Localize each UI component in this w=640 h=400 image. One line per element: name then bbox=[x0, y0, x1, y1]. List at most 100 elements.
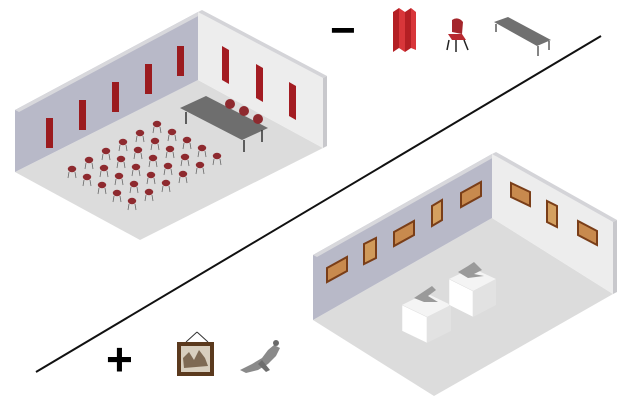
chair bbox=[152, 120, 162, 134]
folding-screen-icon bbox=[393, 8, 416, 52]
chair bbox=[165, 145, 175, 159]
chair bbox=[150, 137, 160, 151]
chair-back bbox=[118, 138, 128, 146]
conference-banners-right bbox=[222, 46, 296, 120]
chair-legs bbox=[131, 169, 141, 177]
banner bbox=[112, 82, 119, 112]
chair bbox=[161, 179, 171, 193]
gallery-paintings-back bbox=[326, 180, 482, 284]
conference-back-wall bbox=[15, 12, 198, 172]
chair-back bbox=[97, 181, 107, 189]
chair bbox=[118, 138, 128, 152]
chair bbox=[84, 156, 94, 170]
chair-back bbox=[152, 120, 162, 128]
chair bbox=[99, 164, 109, 178]
chair-legs bbox=[127, 203, 137, 211]
chair bbox=[97, 181, 107, 195]
chair bbox=[82, 173, 92, 187]
painting-wire bbox=[185, 331, 198, 343]
chair-back bbox=[148, 154, 158, 162]
chair-legs bbox=[82, 179, 92, 187]
chair-back bbox=[135, 129, 145, 137]
chair bbox=[253, 114, 263, 124]
chair bbox=[101, 147, 111, 161]
conference-back-wall-top bbox=[15, 12, 202, 112]
chair-legs bbox=[101, 153, 111, 161]
table-chairs bbox=[225, 99, 263, 124]
chair-back bbox=[195, 161, 205, 169]
chair-back bbox=[99, 164, 109, 172]
chair-icon bbox=[446, 18, 469, 52]
chair-back bbox=[150, 137, 160, 145]
conference-room bbox=[15, 10, 327, 240]
chair-legs bbox=[197, 150, 207, 158]
conference-side-wall-top bbox=[198, 10, 327, 78]
gallery-room bbox=[313, 152, 617, 396]
chair bbox=[195, 161, 205, 175]
chair-legs bbox=[165, 151, 175, 159]
chair bbox=[144, 188, 154, 202]
chair-back bbox=[67, 165, 77, 173]
pedestal-side bbox=[473, 279, 496, 317]
chair-back bbox=[163, 162, 173, 170]
painting bbox=[326, 255, 348, 284]
painting bbox=[460, 180, 482, 209]
chair-legs bbox=[212, 158, 222, 166]
painting bbox=[363, 236, 377, 266]
chair-legs bbox=[129, 186, 139, 194]
painting bbox=[510, 181, 531, 208]
chair-legs bbox=[195, 167, 205, 175]
gallery-paintings-side bbox=[510, 181, 598, 247]
pedestal-right bbox=[448, 262, 496, 318]
chair bbox=[129, 180, 139, 194]
painting bbox=[546, 199, 558, 229]
folding-screen-panel bbox=[393, 8, 399, 52]
chair-back bbox=[161, 179, 171, 187]
chair-leg bbox=[446, 39, 450, 51]
painting-figures bbox=[183, 350, 208, 368]
painting bbox=[431, 198, 443, 228]
chair-back bbox=[167, 128, 177, 136]
minus-sign: − bbox=[330, 6, 356, 55]
chair-back bbox=[112, 189, 122, 197]
chair-back bbox=[146, 171, 156, 179]
chair bbox=[116, 155, 126, 169]
chair-back bbox=[82, 173, 92, 181]
divider-line bbox=[35, 35, 602, 373]
chair-back bbox=[133, 146, 143, 154]
folding-screen-panel bbox=[405, 8, 411, 52]
audience-chairs bbox=[67, 120, 222, 211]
table-top bbox=[180, 96, 268, 140]
chair-back bbox=[114, 172, 124, 180]
chair-legs bbox=[180, 159, 190, 167]
table-icon-top bbox=[494, 17, 551, 46]
banner bbox=[46, 118, 53, 148]
banner bbox=[222, 46, 229, 84]
chair-leg bbox=[463, 39, 469, 51]
conference-banners-left bbox=[46, 46, 184, 148]
chair-legs bbox=[178, 176, 188, 184]
chair-back bbox=[180, 153, 190, 161]
chair bbox=[182, 136, 192, 150]
chair-back bbox=[101, 147, 111, 155]
sculpture-body bbox=[240, 345, 280, 373]
chair-back bbox=[212, 152, 222, 160]
chair-legs bbox=[152, 126, 162, 134]
chair-legs bbox=[112, 195, 122, 203]
folding-screen-panel bbox=[399, 8, 405, 52]
chair-legs bbox=[84, 162, 94, 170]
sculpture bbox=[458, 262, 484, 278]
chair-back bbox=[144, 188, 154, 196]
banner bbox=[256, 64, 263, 102]
chair-legs bbox=[161, 185, 171, 193]
chair-legs bbox=[144, 194, 154, 202]
folding-screen-panel bbox=[411, 8, 416, 50]
painting bbox=[577, 219, 598, 247]
banner bbox=[177, 46, 184, 76]
chair-seat bbox=[448, 34, 466, 40]
chair bbox=[167, 128, 177, 142]
chair bbox=[112, 189, 122, 203]
chair bbox=[178, 170, 188, 184]
chair-back bbox=[84, 156, 94, 164]
